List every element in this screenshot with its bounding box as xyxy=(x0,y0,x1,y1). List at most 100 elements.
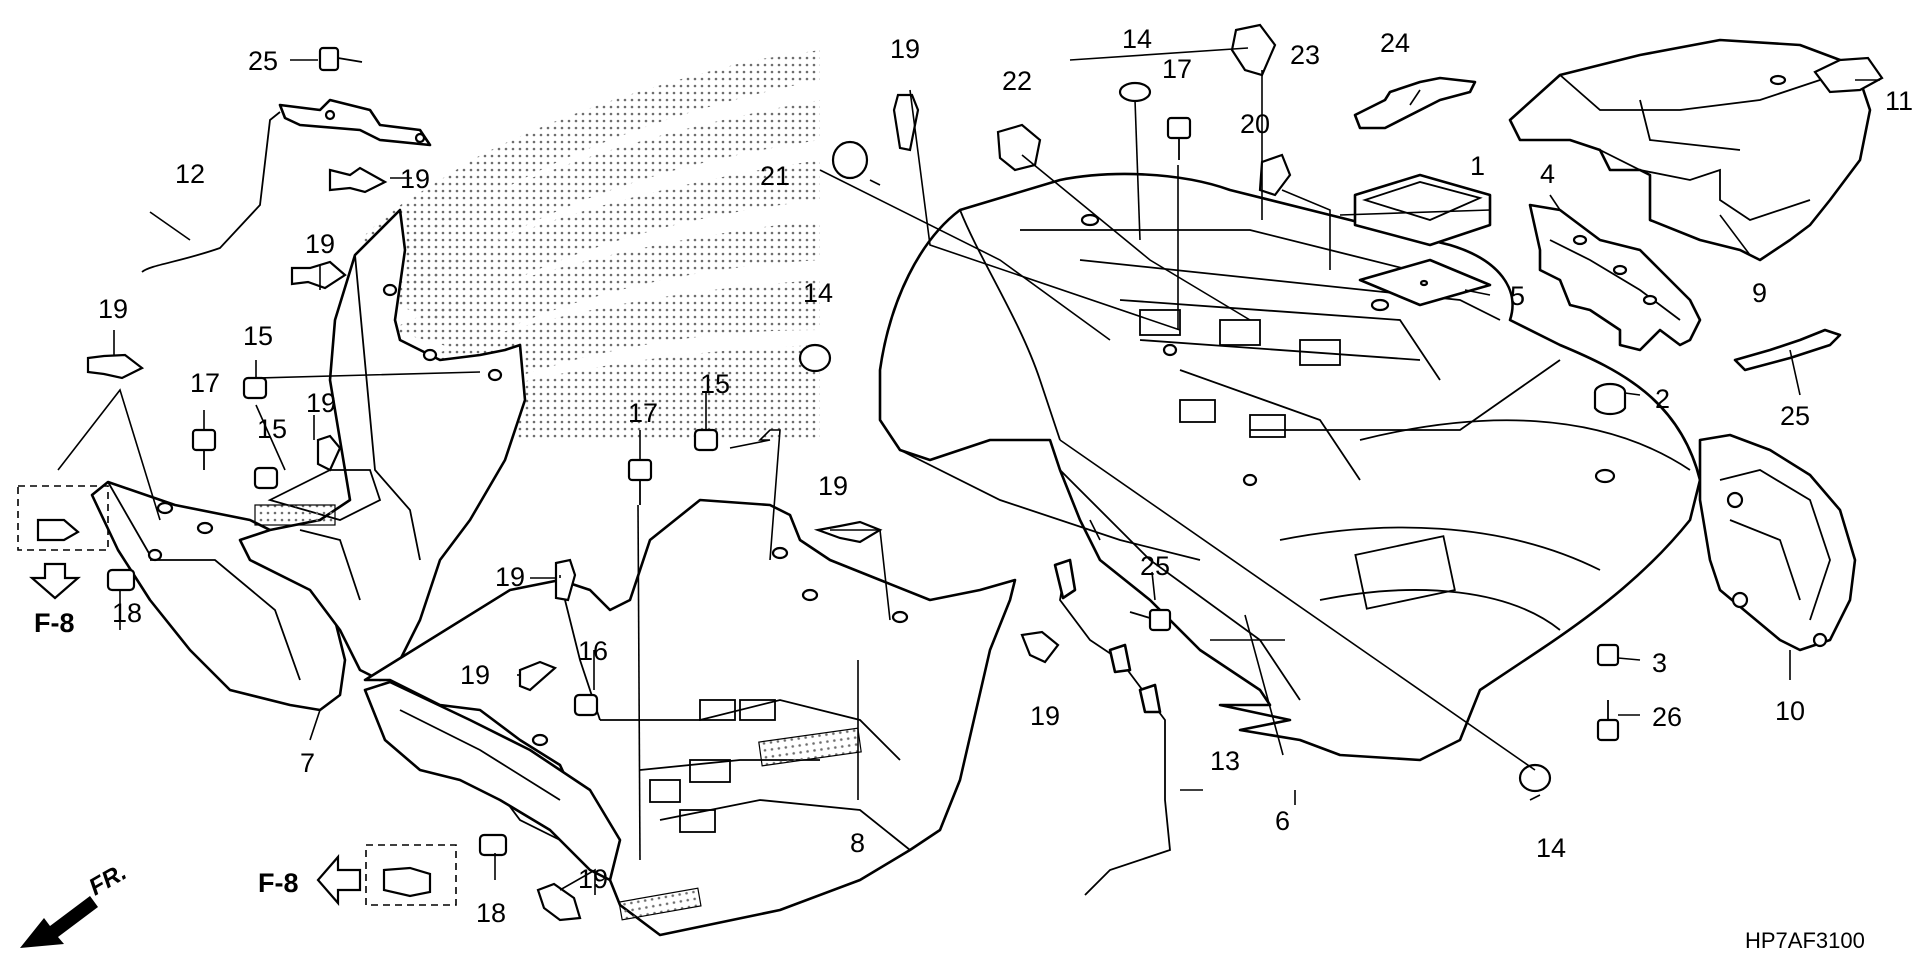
callout-6: 6 xyxy=(1275,806,1290,836)
callout-19: 19 xyxy=(1030,701,1060,731)
callout-7: 7 xyxy=(300,748,315,778)
callout-15: 15 xyxy=(257,414,287,444)
clip-part-19-c[interactable] xyxy=(86,353,145,380)
bracket-part-4[interactable] xyxy=(1528,203,1702,352)
callout-23: 24 xyxy=(1380,28,1410,58)
screw-part-15-c[interactable] xyxy=(693,428,719,452)
clip-part-19-g[interactable] xyxy=(554,558,577,602)
bolt-part-25-top[interactable] xyxy=(318,46,363,72)
callout-19: 19 xyxy=(818,471,848,501)
grommet-part-2[interactable] xyxy=(1593,382,1627,416)
callout-26: 26 xyxy=(1652,702,1682,732)
callout-19: 19 xyxy=(890,34,920,64)
callout-17: 17 xyxy=(190,368,220,398)
taillight-housing-part-10[interactable] xyxy=(1698,433,1857,652)
bolt-part-26[interactable] xyxy=(1596,700,1620,742)
nut-part-18-b[interactable] xyxy=(478,833,508,857)
callout-13: 13 xyxy=(1210,746,1240,776)
grommet-part-14-b[interactable] xyxy=(798,343,832,373)
callout-24: 25 xyxy=(1780,401,1810,431)
callout-14: 14 xyxy=(803,278,833,308)
left-inner-fender[interactable] xyxy=(238,208,527,682)
callout-19: 19 xyxy=(305,229,335,259)
callout-16: 17 xyxy=(1162,54,1192,84)
callout-17: 17 xyxy=(628,398,658,428)
direction-label: FR. xyxy=(84,859,131,902)
callout-19: 19 xyxy=(495,562,525,592)
bolt-part-16[interactable] xyxy=(1166,116,1192,160)
callout-22: 23 xyxy=(1290,40,1320,70)
screw-part-15-a[interactable] xyxy=(242,376,268,400)
callout-19: 19 xyxy=(578,864,608,894)
callout-25: 25 xyxy=(1140,551,1170,581)
bolt-part-17-a[interactable] xyxy=(191,428,217,470)
brand-wing-watermark xyxy=(360,50,820,440)
clamp-part-11[interactable] xyxy=(1813,56,1884,94)
nut-part-18-a[interactable] xyxy=(106,568,136,592)
strap-part-24[interactable] xyxy=(1733,328,1842,372)
callout-11: 11 xyxy=(1885,86,1913,116)
callout-14: 14 xyxy=(1536,833,1566,863)
callout-15: 15 xyxy=(243,321,273,351)
strap-part-23[interactable] xyxy=(1353,76,1477,130)
clip-part-19-j[interactable] xyxy=(536,882,582,922)
callout-21: 21 xyxy=(760,161,790,191)
grommet-part-14-c[interactable] xyxy=(1518,763,1552,793)
callout-10: 10 xyxy=(1775,696,1805,726)
callout-1: 1 xyxy=(1470,151,1485,181)
callout-12: 12 xyxy=(175,159,205,189)
callout-9: 9 xyxy=(1752,278,1767,308)
clamp-part-22-b[interactable] xyxy=(1230,23,1277,77)
callout-2: 2 xyxy=(1655,384,1670,414)
clip-part-19-h[interactable] xyxy=(518,660,558,692)
diagram-code: HP7AF3100 xyxy=(1745,928,1865,953)
reference-box-bottom xyxy=(365,844,457,906)
clip-part-19-b[interactable] xyxy=(290,260,347,290)
grommet-part-21[interactable] xyxy=(831,140,869,180)
leader-lines xyxy=(57,47,1880,895)
callout-18: 18 xyxy=(112,598,142,628)
callout-19: 19 xyxy=(98,294,128,324)
callout-19: 19 xyxy=(306,388,336,418)
ref-label-f8-left: F-8 xyxy=(34,608,75,638)
reference-box-left xyxy=(17,485,109,551)
callout-20: 20 xyxy=(1240,109,1270,139)
callout-4: 4 xyxy=(1540,159,1555,189)
clamp-part-22-a[interactable] xyxy=(996,123,1042,172)
callout-19: 19 xyxy=(400,164,430,194)
collar-part-3[interactable] xyxy=(1596,643,1620,667)
callout-8: 8 xyxy=(850,828,865,858)
fastener-hardware xyxy=(86,23,1884,922)
callout-22: 22 xyxy=(1002,66,1032,96)
ref-label-f8-bottom: F-8 xyxy=(258,868,299,898)
rear-fender-part-6[interactable] xyxy=(878,172,1702,762)
clip-part-19-a[interactable] xyxy=(328,166,388,194)
grommet-part-14-a[interactable] xyxy=(1118,81,1152,103)
clip-part-19-i[interactable] xyxy=(1020,630,1060,664)
arrow-left-icon xyxy=(316,854,362,906)
screw-part-15-d[interactable] xyxy=(573,693,599,717)
right-mudguard[interactable] xyxy=(363,680,622,882)
arrow-down-icon xyxy=(29,562,81,600)
clip-part-19-f[interactable] xyxy=(813,520,883,544)
callout-15: 16 xyxy=(578,636,608,666)
rod-part-12[interactable] xyxy=(141,98,432,273)
callout-25: 25 xyxy=(248,46,278,76)
clamp-part-20[interactable] xyxy=(1258,153,1292,197)
bolt-part-17-b[interactable] xyxy=(627,458,653,505)
rear-box-lid-part-9[interactable] xyxy=(1508,38,1872,262)
callout-5: 5 xyxy=(1510,281,1525,311)
wire-part-13[interactable] xyxy=(1053,558,1171,896)
callout-labels: 25 12 19 19 19 15 17 15 19 18 7 15 17 19… xyxy=(98,24,1913,928)
bolt-part-25-right[interactable] xyxy=(1129,608,1172,632)
clip-part-19-d[interactable] xyxy=(316,434,342,472)
plate-part-5[interactable] xyxy=(1358,258,1492,307)
screw-part-15-b[interactable] xyxy=(253,466,279,490)
callout-18: 18 xyxy=(476,898,506,928)
callout-15: 15 xyxy=(700,369,730,399)
arrow-front-icon xyxy=(20,896,98,948)
callout-3: 3 xyxy=(1652,648,1667,678)
callout-14: 14 xyxy=(1122,24,1152,54)
callout-19: 19 xyxy=(460,660,490,690)
